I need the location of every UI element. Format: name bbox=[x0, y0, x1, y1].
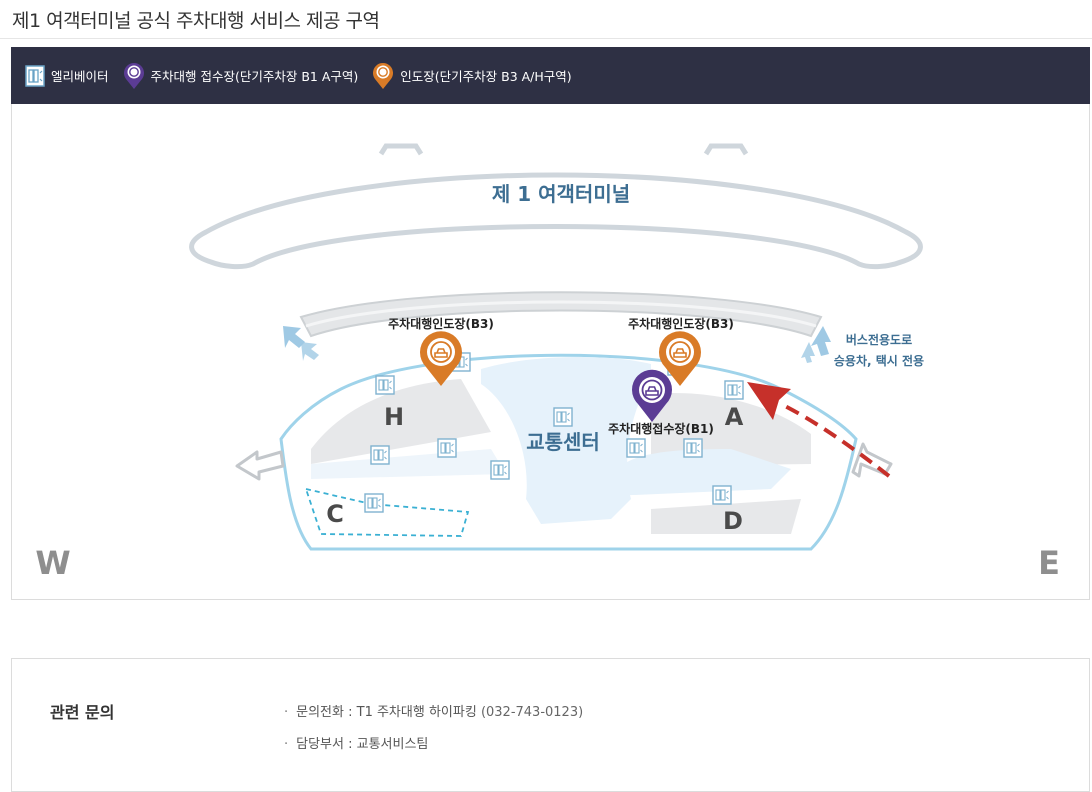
east-label: E bbox=[1038, 544, 1060, 582]
elevator-icon bbox=[370, 445, 390, 465]
contact-dept-label: 담당부서 : 교통서비스팀 bbox=[296, 737, 429, 752]
west-label: W bbox=[35, 544, 70, 582]
car-taxi-label: 승용차, 택시 전용 bbox=[834, 353, 924, 368]
contact-heading: 관련 문의 bbox=[50, 703, 115, 722]
elevator-icon bbox=[375, 375, 395, 395]
zone-c-area bbox=[304, 487, 470, 537]
reception-pin-icon bbox=[123, 62, 144, 89]
terminal-map: 제 1 여객터미널 H A C D 교통센터 W E bbox=[35, 143, 1060, 582]
route-path bbox=[780, 402, 891, 478]
elevator-icon bbox=[490, 460, 510, 480]
zone-c-label: C bbox=[326, 500, 344, 528]
terminal-building bbox=[189, 172, 923, 270]
elevator-icon bbox=[683, 438, 703, 458]
reception-label: 주차대행접수장(B1) bbox=[608, 421, 714, 436]
delivery-label-left: 주차대행인도장(B3) bbox=[388, 316, 494, 331]
elevator-icon bbox=[437, 438, 457, 458]
zone-d-label: D bbox=[723, 507, 743, 535]
elevator-icon bbox=[364, 493, 384, 513]
elevator-icon bbox=[724, 380, 744, 400]
bullet: · bbox=[284, 705, 289, 720]
terminal-label: 제 1 여객터미널 bbox=[492, 182, 630, 206]
contact-dept: · 담당부서 : 교통서비스팀 bbox=[284, 733, 428, 752]
legend-elevator: 엘리베이터 bbox=[25, 64, 109, 87]
legend-reception: 주차대행 접수장(단기주차장 B1 A구역) bbox=[123, 62, 359, 90]
zone-h-label: H bbox=[384, 403, 404, 431]
delivery-pin-icon bbox=[373, 62, 394, 89]
elevator-icon bbox=[25, 64, 45, 87]
exit-arrow-icon bbox=[235, 450, 285, 481]
zone-a-label: A bbox=[725, 403, 744, 431]
page-title: 제1 여객터미널 공식 주차대행 서비스 제공 구역 bbox=[12, 10, 380, 32]
curbside-road bbox=[299, 291, 823, 338]
route-arrow-icon bbox=[747, 382, 791, 420]
elevator-icon bbox=[712, 485, 732, 505]
elevator-icon bbox=[626, 438, 646, 458]
contact-phone-label: 문의전화 : T1 주차대행 하이파킹 bbox=[296, 705, 477, 720]
legend-delivery-label: 인도장(단기주차장 B3 A/H구역) bbox=[400, 69, 572, 84]
legend-reception-label: 주차대행 접수장(단기주차장 B1 A구역) bbox=[150, 69, 359, 84]
transport-center-label: 교통센터 bbox=[526, 430, 600, 454]
elevator-icon bbox=[553, 407, 573, 427]
contact-phone-number[interactable]: (032-743-0123) bbox=[480, 705, 584, 720]
arrow-left-icon bbox=[283, 326, 319, 361]
map-legend: 엘리베이터 주차대행 접수장(단기주차장 B1 A구역) 인도장(단기주차장 B… bbox=[11, 47, 1090, 104]
delivery-label-right: 주차대행인도장(B3) bbox=[628, 316, 734, 331]
bus-road-label: 버스전용도로 bbox=[846, 332, 912, 347]
title-divider bbox=[0, 38, 1092, 39]
bullet: · bbox=[284, 737, 289, 752]
contact-phone: · 문의전화 : T1 주차대행 하이파킹 (032-743-0123) bbox=[284, 701, 583, 720]
legend-elevator-label: 엘리베이터 bbox=[51, 69, 109, 84]
legend-delivery: 인도장(단기주차장 B3 A/H구역) bbox=[372, 62, 572, 90]
contact-info: 관련 문의 · 문의전화 : T1 주차대행 하이파킹 (032-743-0123… bbox=[11, 658, 1090, 792]
arrow-up-left-icon bbox=[801, 326, 831, 363]
